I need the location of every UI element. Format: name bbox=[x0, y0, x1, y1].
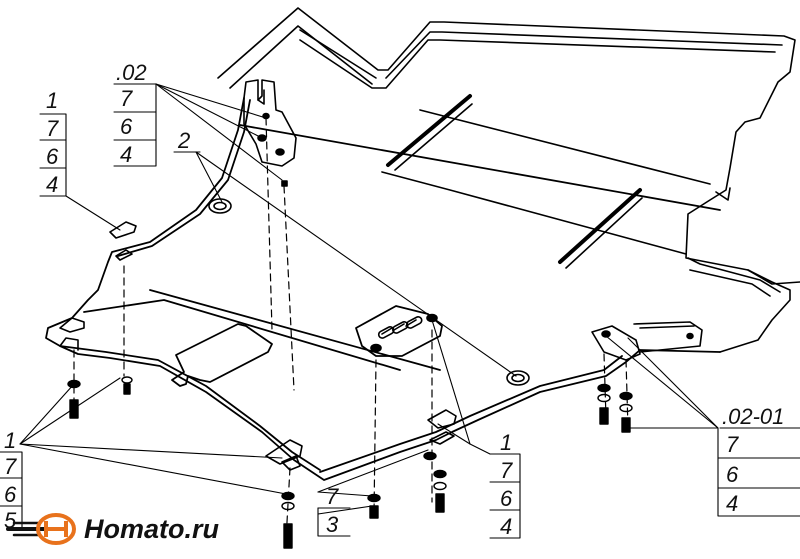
callout-label: 4 bbox=[120, 142, 132, 167]
callout-label: 7 bbox=[46, 116, 59, 141]
callout-label: 7 bbox=[500, 458, 513, 483]
callout-label: 1 bbox=[500, 430, 512, 455]
callout-label: 2 bbox=[177, 128, 190, 153]
bracket-bottom bbox=[265, 409, 457, 471]
callout-middle: 2 bbox=[177, 128, 190, 153]
callout-label: 6 bbox=[500, 486, 513, 511]
callout-right: .02-01 7 6 4 bbox=[722, 404, 784, 516]
rear-plate-section bbox=[217, 7, 800, 353]
callout-label: 7 bbox=[120, 86, 133, 111]
callout-label: 7 bbox=[326, 484, 339, 509]
callout-label: 6 bbox=[726, 462, 739, 487]
callout-label: 4 bbox=[500, 514, 512, 539]
callout-label: 7 bbox=[4, 454, 17, 479]
callout-label: 4 bbox=[46, 172, 58, 197]
callout-label: 6 bbox=[4, 482, 17, 507]
callout-label: 3 bbox=[326, 512, 339, 537]
callout-frames bbox=[0, 83, 800, 539]
callout-label: 7 bbox=[726, 432, 739, 457]
fasteners bbox=[67, 376, 633, 549]
callout-label: 6 bbox=[46, 144, 59, 169]
callout-label: .02-01 bbox=[722, 404, 784, 429]
callout-label: 6 bbox=[120, 114, 133, 139]
callout-label: .02 bbox=[116, 60, 147, 85]
callout-label: 1 bbox=[4, 428, 16, 453]
bracket-right bbox=[591, 321, 703, 361]
bracket-left bbox=[59, 221, 137, 351]
homato-emblem-icon bbox=[6, 513, 76, 545]
logo-text: Homato.ru bbox=[84, 513, 219, 544]
callout-bottom-mid: 1 7 6 4 bbox=[500, 430, 513, 539]
vent-slots bbox=[377, 316, 423, 339]
callout-label: 1 bbox=[46, 88, 58, 113]
homato-logo: Homato.ru bbox=[4, 510, 219, 548]
main-plate bbox=[45, 97, 721, 481]
callout-bottom-center: 7 3 bbox=[326, 484, 339, 537]
callout-label: 4 bbox=[726, 491, 738, 516]
leader-lines bbox=[19, 83, 719, 515]
callout-top-left: 1 7 6 4 bbox=[46, 88, 59, 197]
callout-label: 5 bbox=[4, 508, 17, 533]
callout-top-center: .02 7 6 4 bbox=[116, 60, 147, 167]
callout-bottom-left: 1 7 6 5 bbox=[4, 428, 17, 533]
bracket-front-center bbox=[243, 79, 297, 187]
mounting-axes bbox=[73, 117, 629, 541]
